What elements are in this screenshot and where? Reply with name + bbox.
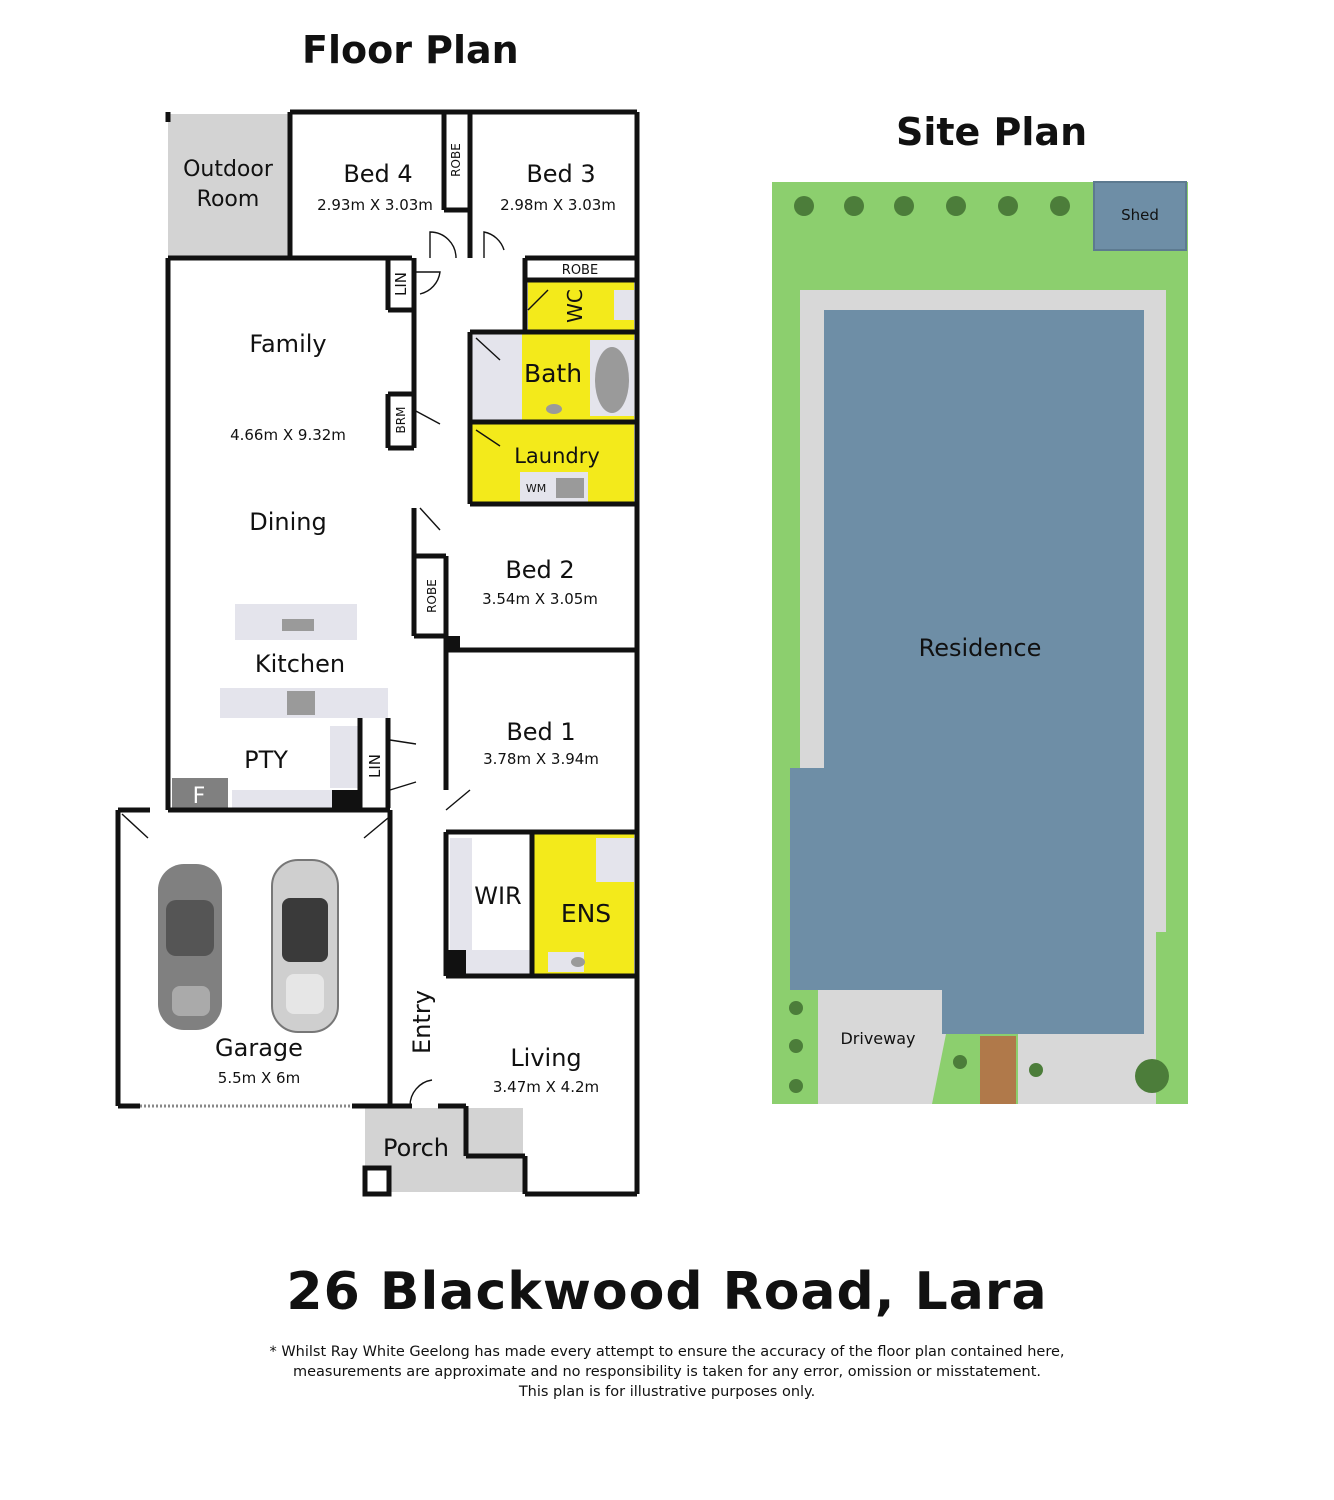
- wm-label: WM: [526, 482, 546, 495]
- door-swings: [121, 231, 549, 1107]
- fridge-space: [172, 778, 228, 810]
- fridge-label: F: [193, 784, 206, 809]
- laundry-label: Laundry: [514, 444, 600, 468]
- toilet-icon: [614, 290, 634, 320]
- shed-label: Shed: [1121, 206, 1159, 224]
- disclaimer: * Whilst Ray White Geelong has made ever…: [0, 1342, 1334, 1402]
- residence-area: [790, 310, 1144, 1034]
- bath-label: Bath: [524, 359, 582, 388]
- wc-label: WC: [563, 289, 587, 323]
- disclaimer-line: measurements are approximate and no resp…: [292, 1364, 1041, 1380]
- robe-bed2-label: ROBE: [425, 579, 439, 613]
- outdoor-room-area: [168, 114, 290, 256]
- vanity-bath: [472, 334, 522, 420]
- brm-label: BRM: [394, 407, 408, 434]
- pantry-shelf: [330, 726, 358, 788]
- shed-area: [1093, 181, 1187, 251]
- walls: [115, 109, 640, 1197]
- disclaimer-line: This plan is for illustrative purposes o…: [518, 1384, 816, 1400]
- wir-shelf-bottom: [472, 950, 530, 974]
- bed3-size: 2.98m X 3.03m: [500, 196, 616, 214]
- bed3-label: Bed 3: [526, 160, 595, 188]
- wall-pier: [446, 636, 460, 650]
- robe-bed3-label: ROBE: [562, 263, 598, 278]
- cooktop-icon: [287, 691, 315, 715]
- entry-label: Entry: [408, 990, 436, 1054]
- ens-vanity: [548, 952, 584, 972]
- front-path: [980, 1036, 1016, 1104]
- laundry-tub-icon: [556, 478, 584, 498]
- disclaimer-line: * Whilst Ray White Geelong has made ever…: [269, 1344, 1065, 1360]
- family-size: 4.66m X 9.32m: [230, 426, 346, 444]
- driveway-label: Driveway: [840, 1029, 915, 1048]
- living-size: 3.47m X 4.2m: [493, 1078, 599, 1096]
- wall-pier: [332, 790, 360, 810]
- bed4-size: 2.93m X 3.03m: [317, 196, 433, 214]
- living-label: Living: [510, 1044, 581, 1072]
- kitchen-label: Kitchen: [255, 650, 345, 678]
- garage-size: 5.5m X 6m: [218, 1069, 300, 1087]
- pantry-shelf-bottom: [232, 790, 360, 810]
- lin-lower-label: LIN: [366, 754, 384, 778]
- residence-label: Residence: [919, 634, 1042, 662]
- pantry-label: PTY: [244, 746, 288, 774]
- car-icon-left: [158, 864, 222, 1030]
- bathtub-icon: [595, 347, 629, 413]
- shower: [596, 838, 634, 882]
- bed1-size: 3.78m X 3.94m: [483, 750, 599, 768]
- garage-label: Garage: [215, 1034, 303, 1062]
- bed2-label: Bed 2: [505, 556, 574, 584]
- outdoor-room-label: Room: [197, 187, 260, 212]
- bed1-label: Bed 1: [506, 718, 575, 746]
- floor-plan: Outdoor Room Bed 4 2.93m X 3.03m Bed 3 2…: [115, 109, 1188, 1197]
- lin-top-label: LIN: [392, 272, 410, 296]
- wall-pier: [446, 950, 466, 976]
- robe-bed4-label: ROBE: [449, 143, 463, 177]
- site-plan: Shed Residence Driveway: [772, 181, 1188, 1104]
- bed4-label: Bed 4: [343, 160, 412, 188]
- outdoor-room-label: Outdoor: [183, 157, 274, 182]
- wir-label: WIR: [474, 882, 521, 910]
- basin-icon: [546, 404, 562, 414]
- bed2-size: 3.54m X 3.05m: [482, 590, 598, 608]
- wir-shelf: [450, 838, 472, 974]
- site-plan-title: Site Plan: [896, 110, 1088, 154]
- property-address: 26 Blackwood Road, Lara: [286, 1262, 1048, 1322]
- dining-label: Dining: [249, 508, 326, 536]
- floor-plan-title: Floor Plan: [302, 28, 519, 72]
- porch-post: [362, 1165, 392, 1197]
- ens-basin-icon: [571, 957, 585, 967]
- family-label: Family: [249, 330, 326, 358]
- tree-icons: [789, 196, 1169, 1093]
- sink-icon: [282, 619, 314, 631]
- ens-label: ENS: [561, 899, 611, 928]
- porch-label: Porch: [383, 1134, 449, 1162]
- car-icon-right: [271, 859, 339, 1033]
